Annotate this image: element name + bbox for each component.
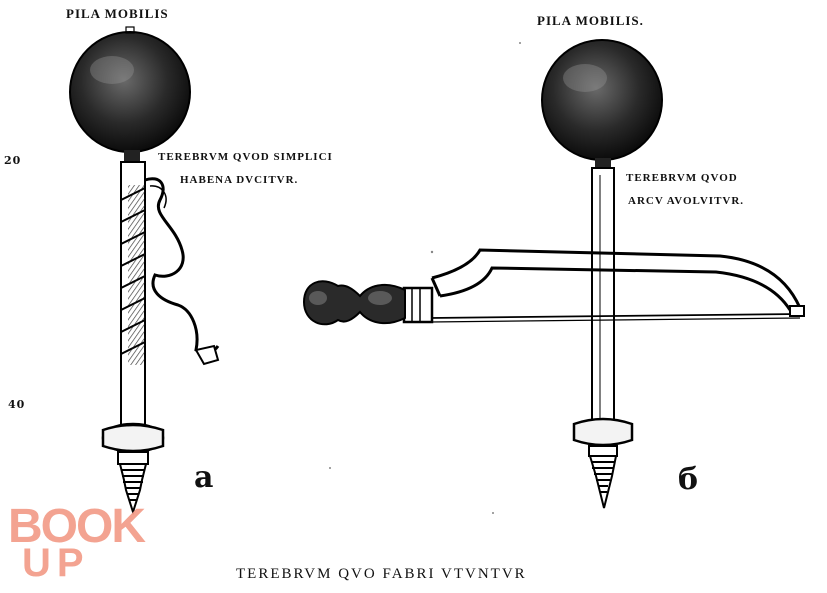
margin-number-top: 20 (4, 154, 22, 167)
figure-a-label-line2: HABENA DVCITVR. (180, 174, 299, 186)
figure-b-bit (588, 455, 618, 509)
figure-a-ball (69, 31, 191, 153)
margin-number-bottom: 40 (8, 398, 26, 411)
figure-a-title: PILA MOBILIS (66, 6, 169, 21)
figure-b-label-line1: TEREBRVM QVOD (626, 172, 738, 184)
figure-a-letter: а (194, 460, 215, 495)
figure-a-label-line1: TEREBRVM QVOD SIMPLICI (158, 151, 333, 163)
figure-a-drill (69, 26, 220, 516)
figure-b-title: PILA MOBILIS. (537, 13, 644, 28)
figure-caption: TEREBRVM QVO FABRI VTVNTVR (236, 566, 527, 582)
figure-b-label-line2: ARCV AVOLVITVR. (628, 195, 745, 207)
figure-a-strap (120, 177, 220, 366)
figure-b-shaft (591, 167, 615, 431)
bookup-watermark-logo: BOOK UP (8, 500, 146, 585)
figure-b-drill (302, 39, 805, 509)
figure-b-bow (302, 248, 805, 326)
watermark-line1: BOOK (8, 500, 146, 553)
watermark-line2: UP (22, 541, 90, 585)
figure-b-letter: б (678, 462, 700, 497)
figure-b-ball (541, 39, 663, 161)
